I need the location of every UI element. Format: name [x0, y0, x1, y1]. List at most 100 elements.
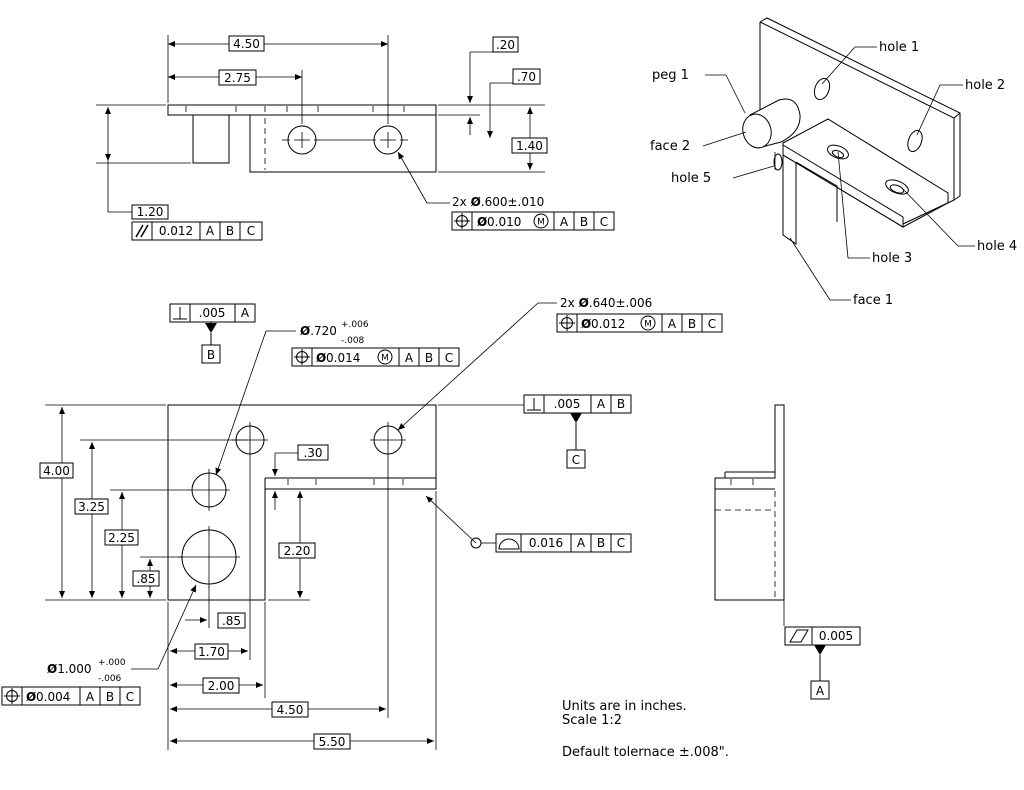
- callout-holes-640: 2x Ø.640±.006: [560, 296, 652, 310]
- label-hole-4: hole 4: [977, 239, 1017, 254]
- svg-text:C: C: [445, 351, 453, 365]
- parallelism-tolerance: 0.012: [159, 224, 193, 238]
- fcf-profile-surface: 0.016 A B C: [495, 533, 632, 553]
- svg-text:0.012: 0.012: [591, 317, 625, 331]
- fcf-position-640: Ø 0.012 M A B C: [556, 313, 723, 333]
- dim-4-50-front: 4.50: [277, 703, 304, 717]
- svg-text:+.006: +.006: [341, 320, 369, 330]
- svg-text:A: A: [405, 351, 414, 365]
- svg-text:M: M: [381, 354, 389, 364]
- front-hole-720: [188, 469, 230, 511]
- callout-holes-top: 2x Ø.600±.010: [452, 195, 544, 209]
- fcf-position-top: Ø 0.010 M A B C: [451, 211, 615, 231]
- iso-hole-1: [813, 77, 831, 101]
- datum-c-label: C: [572, 453, 580, 467]
- iso-hole-4: [885, 179, 909, 195]
- iso-flange-top: [782, 118, 949, 228]
- isometric-view: hole 1 hole 2 hole 3 hole 4 hole 5 peg 1…: [650, 17, 1017, 308]
- dim-0-20: .20: [496, 38, 515, 52]
- fcf-flatness: 0.005: [784, 626, 861, 646]
- iso-hole-3: [827, 144, 849, 160]
- datum-c-box: [566, 449, 586, 469]
- dim-1-40: 1.40: [516, 139, 543, 153]
- iso-peg-1: [742, 98, 801, 149]
- svg-text:Ø: Ø: [316, 351, 326, 365]
- side-view: 0.005 A: [714, 404, 861, 700]
- fcf-datum-a: A: [206, 224, 215, 238]
- position-icon: [454, 213, 470, 229]
- label-face-2: face 2: [650, 139, 690, 154]
- dim-2-20: 2.20: [284, 544, 311, 558]
- callout-hole-720: Ø.720 +.006 -.008: [300, 320, 369, 346]
- dim-3-25: 3.25: [78, 500, 105, 514]
- iso-hole-5: [773, 153, 783, 171]
- svg-text:M: M: [537, 218, 545, 228]
- svg-text:A: A: [597, 397, 606, 411]
- label-peg-1: peg 1: [652, 68, 689, 83]
- svg-text:C: C: [617, 536, 625, 550]
- dim-0-70: .70: [517, 70, 536, 84]
- note-units: Units are in inches.: [562, 699, 687, 714]
- dim-0-30: .30: [303, 446, 322, 460]
- flatness-icon: [789, 629, 809, 643]
- dim-0-85-horizontal: .85: [222, 614, 241, 628]
- svg-text:A: A: [577, 536, 586, 550]
- dim-2-75: 2.75: [224, 71, 251, 85]
- fcf-datum-c: C: [247, 224, 255, 238]
- fcf-datum-b: B: [226, 224, 234, 238]
- svg-text:Ø: Ø: [581, 317, 591, 331]
- svg-text:.005: .005: [199, 306, 226, 320]
- svg-text:.005: .005: [554, 397, 581, 411]
- dim-2-25: 2.25: [108, 531, 135, 545]
- svg-text:2x Ø.600±.010: 2x Ø.600±.010: [452, 195, 544, 209]
- label-hole-2: hole 2: [965, 78, 1005, 93]
- position-tolerance: 0.010: [487, 215, 521, 229]
- svg-text:A: A: [668, 317, 677, 331]
- face-1: [782, 145, 797, 245]
- svg-text:C: C: [708, 317, 716, 331]
- datum-a-label: A: [816, 684, 825, 698]
- svg-text:Ø.720: Ø.720: [300, 324, 337, 338]
- svg-text:C: C: [126, 690, 134, 704]
- dim-1-70: 1.70: [198, 645, 225, 659]
- parallelism-icon: [135, 224, 144, 238]
- front-view-outline: [167, 404, 437, 601]
- dim-2-00: 2.00: [208, 679, 235, 693]
- callout-hole-1000: Ø1.000 +.000 -.006: [47, 658, 126, 684]
- label-hole-3: hole 3: [872, 251, 912, 266]
- svg-text:0.005: 0.005: [819, 629, 853, 643]
- label-face-1: face 1: [853, 293, 893, 308]
- top-view-hole-left: [282, 125, 322, 155]
- dim-1-20: 1.20: [137, 205, 164, 219]
- dim-0-85-vertical: .85: [136, 572, 155, 586]
- svg-text:Ø: Ø: [477, 215, 487, 229]
- note-scale: Scale 1:2: [562, 713, 622, 728]
- svg-text:+.000: +.000: [98, 658, 126, 668]
- iso-back-plate: [759, 21, 955, 225]
- front-hole-1000: [178, 526, 240, 588]
- datum-b-label: B: [207, 348, 215, 362]
- svg-text:B: B: [106, 690, 114, 704]
- svg-text:B: B: [617, 397, 625, 411]
- svg-text:Ø1.000: Ø1.000: [47, 662, 92, 676]
- top-view: 4.50 2.75 .20 .70 1.40 1.20 0.012 A B C …: [96, 35, 615, 241]
- svg-text:B: B: [597, 536, 605, 550]
- dim-4-00: 4.00: [43, 464, 70, 478]
- svg-text:0.016: 0.016: [529, 536, 563, 550]
- svg-text:B: B: [425, 351, 433, 365]
- front-view: 4.00 3.25 2.25 .85 .30 2.20 .85 1.70 2.0…: [1, 296, 723, 750]
- svg-text:A: A: [241, 306, 250, 320]
- svg-text:-.008: -.008: [341, 336, 365, 346]
- svg-text:0.004: 0.004: [36, 690, 70, 704]
- notes: Units are in inches. Scale 1:2 Default t…: [562, 699, 729, 760]
- fcf-position-1000: Ø 0.004 A B C: [1, 686, 141, 706]
- note-default-tolerance: Default tolernace ±.008".: [562, 745, 729, 760]
- svg-text:Ø: Ø: [26, 690, 36, 704]
- top-view-hole-right: [322, 125, 408, 155]
- svg-text:C: C: [600, 215, 608, 229]
- svg-text:B: B: [580, 215, 588, 229]
- svg-text:2x Ø.640±.006: 2x Ø.640±.006: [560, 296, 652, 310]
- svg-text:A: A: [560, 215, 569, 229]
- label-hole-5: hole 5: [671, 171, 711, 186]
